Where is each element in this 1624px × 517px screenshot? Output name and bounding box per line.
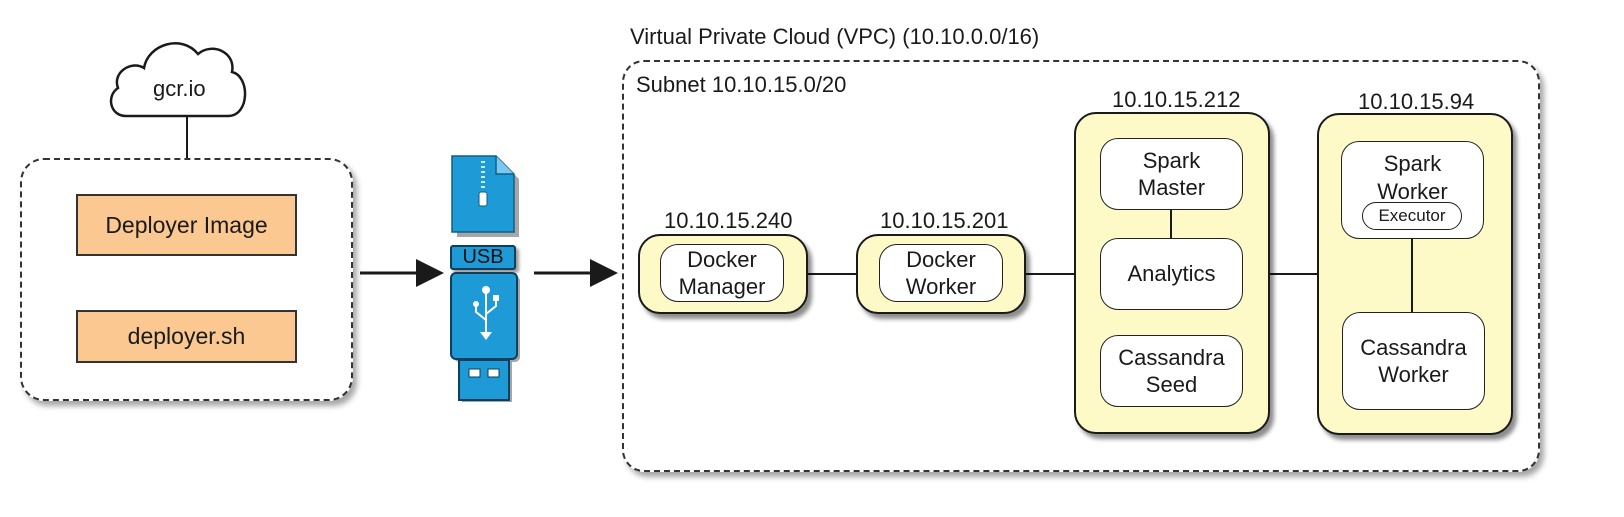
connector-master-analytics: [1170, 208, 1172, 240]
deployer-image-box: Deployer Image: [76, 194, 297, 256]
docker-worker-box: Docker Worker: [879, 244, 1003, 302]
host-94-ip: 10.10.15.94: [1358, 89, 1475, 114]
subnet-label: Subnet 10.10.15.0/20: [636, 72, 847, 97]
docker-worker-line2: Worker: [905, 274, 977, 299]
docker-manager-line2: Manager: [678, 274, 766, 299]
cloud-connector: [186, 116, 188, 194]
spark-master-box: Spark Master: [1100, 138, 1243, 210]
usb-label: USB: [462, 246, 504, 268]
connector-201-212: [1024, 273, 1076, 275]
executor-box: Executor: [1362, 202, 1462, 230]
usb-label-box: USB: [450, 245, 516, 270]
usb-symbol-icon: [473, 286, 499, 340]
connector-212-94: [1268, 273, 1318, 275]
spark-worker-line1: Spark: [1383, 151, 1442, 176]
usb-drive-body: [450, 272, 520, 402]
arrow-to-usb: [360, 259, 444, 287]
docker-worker-line1: Docker: [906, 246, 976, 272]
docker-manager-box: Docker Manager: [660, 244, 784, 302]
cloud-icon: [109, 42, 247, 118]
connector-240-201: [806, 273, 858, 275]
analytics-box: Analytics: [1100, 238, 1243, 310]
spark-master-line1: Spark: [1142, 147, 1201, 173]
docker-manager-line1: Docker: [687, 246, 757, 272]
connector-executor-cassandra: [1411, 228, 1413, 314]
spark-worker-line2: Worker: [1377, 178, 1448, 204]
cassandra-seed-line1: Cassandra: [1118, 344, 1225, 370]
cassandra-seed-box: Cassandra Seed: [1100, 335, 1243, 407]
host-201-ip: 10.10.15.201: [880, 208, 1009, 233]
cassandra-worker-line1: Cassandra: [1360, 334, 1467, 360]
arrow-to-vpc: [534, 259, 618, 287]
cassandra-worker-line2: Worker: [1378, 362, 1449, 387]
cloud-label: gcr.io: [153, 76, 206, 101]
spark-master-line2: Master: [1137, 175, 1206, 200]
host-212-ip: 10.10.15.212: [1112, 87, 1241, 112]
deployer-script-box: deployer.sh: [76, 310, 297, 363]
zip-file-icon: [451, 155, 519, 237]
cassandra-seed-line2: Seed: [1145, 372, 1198, 397]
vpc-title: Virtual Private Cloud (VPC) (10.10.0.0/1…: [630, 24, 1040, 49]
host-240-ip: 10.10.15.240: [664, 208, 793, 233]
cassandra-worker-box: Cassandra Worker: [1342, 312, 1485, 410]
